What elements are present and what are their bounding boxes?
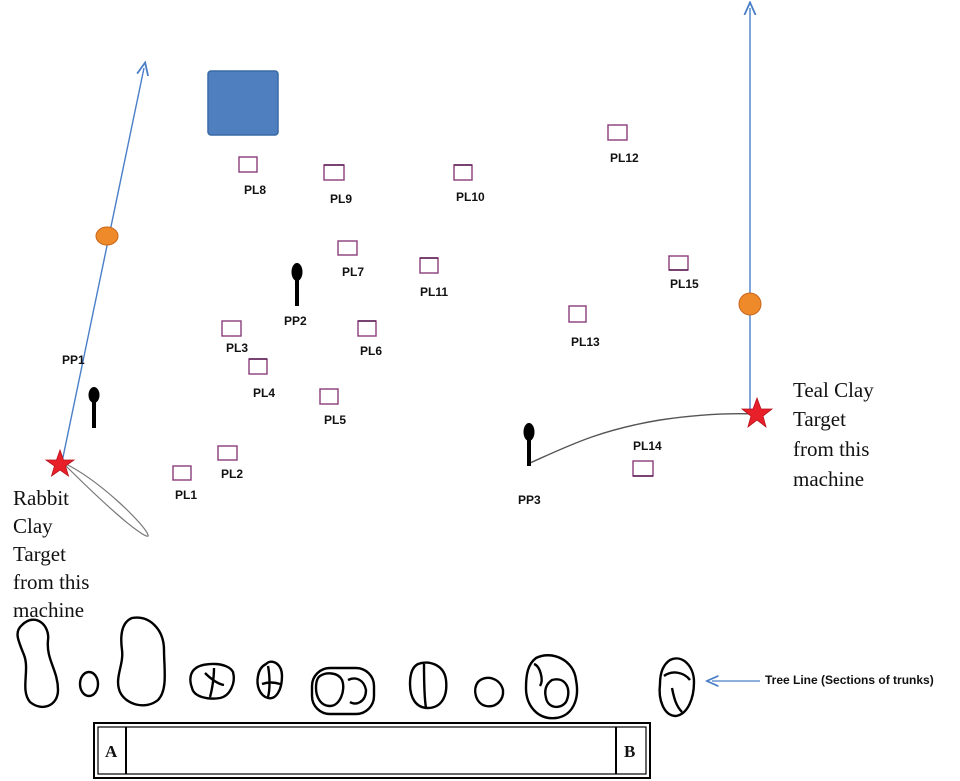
- boundary-bar: A B: [93, 722, 651, 779]
- star-icon: [44, 448, 76, 477]
- rabbit-machine-throw-loop: [61, 461, 149, 537]
- boundary-label-a: A: [105, 742, 118, 761]
- stand-label-pp3: PP3: [518, 493, 541, 507]
- svg-text:PL5: PL5: [324, 413, 346, 427]
- blue-square-icon: [207, 70, 279, 136]
- peg-pl11: PL11: [419, 257, 448, 299]
- tree-trunk: [256, 660, 284, 700]
- svg-text:PL4: PL4: [253, 386, 275, 400]
- svg-text:PL10: PL10: [456, 190, 485, 204]
- peg-pl9: PL9: [323, 164, 352, 206]
- svg-text:PL14: PL14: [633, 439, 662, 453]
- svg-text:Target: Target: [13, 542, 66, 566]
- star-icon: [740, 396, 774, 429]
- svg-text:PL13: PL13: [571, 335, 600, 349]
- svg-text:from this: from this: [13, 570, 89, 594]
- tree-trunk: [16, 618, 60, 709]
- teal-machine-label: Teal Clay Target from this machine: [793, 378, 874, 491]
- peg-pl7: PL7: [337, 240, 364, 279]
- tree-trunk: [116, 616, 166, 707]
- stand-label-pp2: PP2: [284, 314, 307, 328]
- svg-text:PL2: PL2: [221, 467, 243, 481]
- svg-text:PL9: PL9: [330, 192, 352, 206]
- tree-trunk: [524, 654, 579, 720]
- tree-line: [16, 616, 696, 720]
- tree-trunk: [658, 657, 696, 718]
- peg-pl12: PL12: [607, 124, 639, 165]
- tree-trunk: [408, 661, 448, 710]
- peg-pl4: PL4: [248, 358, 275, 400]
- tree-trunk: [474, 676, 505, 708]
- svg-text:PL11: PL11: [420, 285, 448, 299]
- orange-dot-icon: [738, 292, 762, 316]
- peg-pl6: PL6: [357, 320, 382, 358]
- svg-text:PL12: PL12: [610, 151, 639, 165]
- peg-pl14: PL14: [632, 439, 662, 477]
- svg-text:PL15: PL15: [670, 277, 699, 291]
- peg-pl13: PL13: [568, 305, 600, 349]
- svg-text:PL3: PL3: [226, 341, 248, 355]
- person-stand-icon: [88, 387, 100, 428]
- svg-text:PL6: PL6: [360, 344, 382, 358]
- peg-pl1: PL1: [172, 465, 197, 502]
- peg-pl3: PL3: [221, 320, 248, 355]
- boundary-label-b: B: [624, 742, 635, 761]
- peg-pl2: PL2: [217, 445, 243, 481]
- teal-machine-throw-line: [529, 412, 757, 464]
- stand-label-pp1: PP1: [62, 353, 85, 367]
- svg-text:PL8: PL8: [244, 183, 266, 197]
- tree-line-label: Tree Line (Sections of trunks): [765, 673, 934, 687]
- svg-text:Teal Clay: Teal Clay: [793, 378, 874, 402]
- rabbit-flight-path-arrow: [61, 68, 144, 463]
- tree-trunk: [189, 662, 235, 700]
- peg-pl5: PL5: [319, 388, 346, 427]
- person-stand-icon: [523, 423, 535, 466]
- person-stand-icon: [291, 263, 303, 306]
- svg-text:from this: from this: [793, 437, 869, 461]
- orange-dot-icon: [95, 226, 119, 246]
- peg-pl8: PL8: [238, 156, 266, 197]
- tree-trunk: [314, 672, 368, 708]
- tree-trunk: [78, 670, 100, 698]
- svg-text:machine: machine: [13, 598, 84, 622]
- peg-pl10: PL10: [453, 164, 485, 204]
- svg-text:Clay: Clay: [13, 514, 53, 538]
- svg-text:PL1: PL1: [175, 488, 197, 502]
- rabbit-machine-label: Rabbit Clay Target from this machine: [13, 486, 89, 622]
- svg-text:Target: Target: [793, 407, 846, 431]
- tree-trunk: [310, 666, 376, 716]
- svg-text:machine: machine: [793, 467, 864, 491]
- svg-text:PL7: PL7: [342, 265, 364, 279]
- svg-text:Rabbit: Rabbit: [13, 486, 69, 510]
- peg-pl15: PL15: [668, 255, 699, 291]
